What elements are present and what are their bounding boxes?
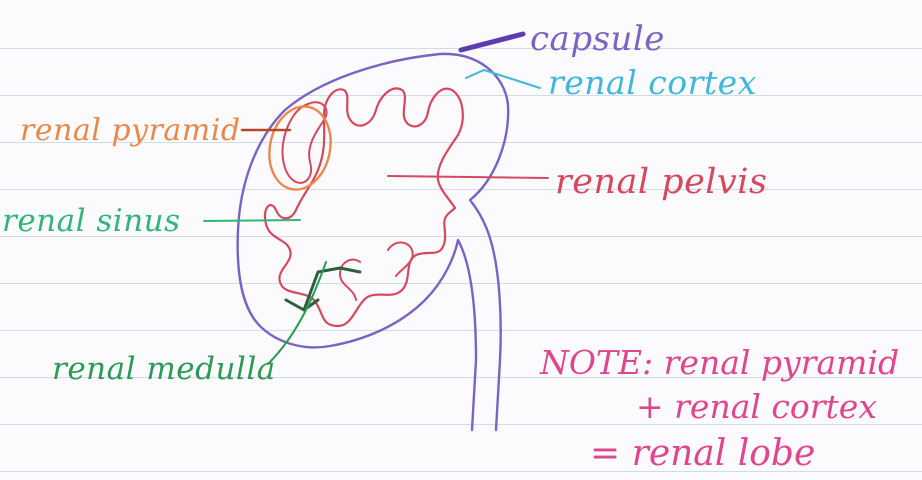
note-line-3: = renal lobe [590,436,815,472]
label-renal-pyramid: renal pyramid [20,116,241,146]
label-renal-medulla: renal medulla [52,354,276,385]
note-line-1: NOTE: renal pyramid [540,346,899,379]
kidney-capsule-outline [238,54,509,430]
label-renal-cortex: renal cortex [548,66,757,99]
note-line-2: + renal cortex [636,390,877,423]
label-capsule: capsule [530,22,665,56]
pelvis-pointer-line [388,176,548,178]
label-renal-pelvis: renal pelvis [555,165,767,200]
label-renal-sinus: renal sinus [2,206,181,237]
sinus-pointer-line [204,220,300,221]
capsule-pointer-line [461,34,523,50]
